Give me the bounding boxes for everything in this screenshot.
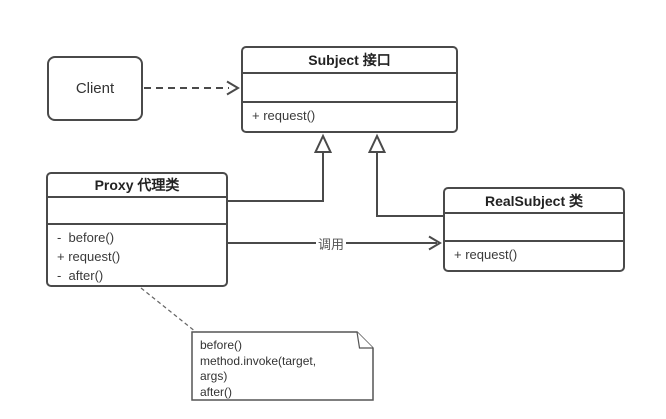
note-fold-corner-icon [356,331,373,349]
realsubject-attributes-compartment [445,214,623,242]
proxy-title: Proxy 代理类 [48,174,226,198]
realsubject-to-subject-line [376,152,443,217]
subject-title: Subject 接口 [243,48,456,74]
note-line: after() [200,384,233,399]
proxy-method: - after() [57,268,104,283]
realsubject-title: RealSubject 类 [445,189,623,214]
note-line: args) [200,369,228,383]
proxy-attributes-compartment [48,198,226,225]
subject-attributes-compartment [243,74,456,103]
realsubject-method: + request() [454,247,518,262]
note-line: method.invoke(target, [200,353,317,368]
call-edge-label: 调用 [316,234,347,253]
realsubject-to-subject-hollow-triangle-icon [367,133,387,153]
proxy-to-subject-hollow-triangle-icon [313,133,333,153]
realsubject-methods-compartment: + request() [445,242,623,264]
proxy-class-box: Proxy 代理类 - before() + request() - after… [46,172,228,287]
proxy-method: - before() [57,230,115,245]
proxy-methods-compartment: - before() + request() - after() [48,225,226,285]
subject-interface-box: Subject 接口 + request() [241,46,458,133]
client-box: Client [47,56,143,121]
subject-method: + request() [252,108,316,123]
client-label: Client [75,80,115,97]
subject-methods-compartment: + request() [243,103,456,125]
note-text: before() method.invoke(target, args) aft… [200,338,362,400]
client-to-subject-open-arrowhead-icon [226,80,240,96]
note-line: before() [200,338,243,352]
proxy-to-subject-line [228,152,324,202]
note-shape [191,331,374,401]
proxy-to-realsubject-open-arrowhead-icon [428,235,442,251]
proxy-method: + request() [57,249,121,264]
realsubject-class-box: RealSubject 类 + request() [443,187,625,272]
proxy-to-note-dashed-line [140,287,197,333]
